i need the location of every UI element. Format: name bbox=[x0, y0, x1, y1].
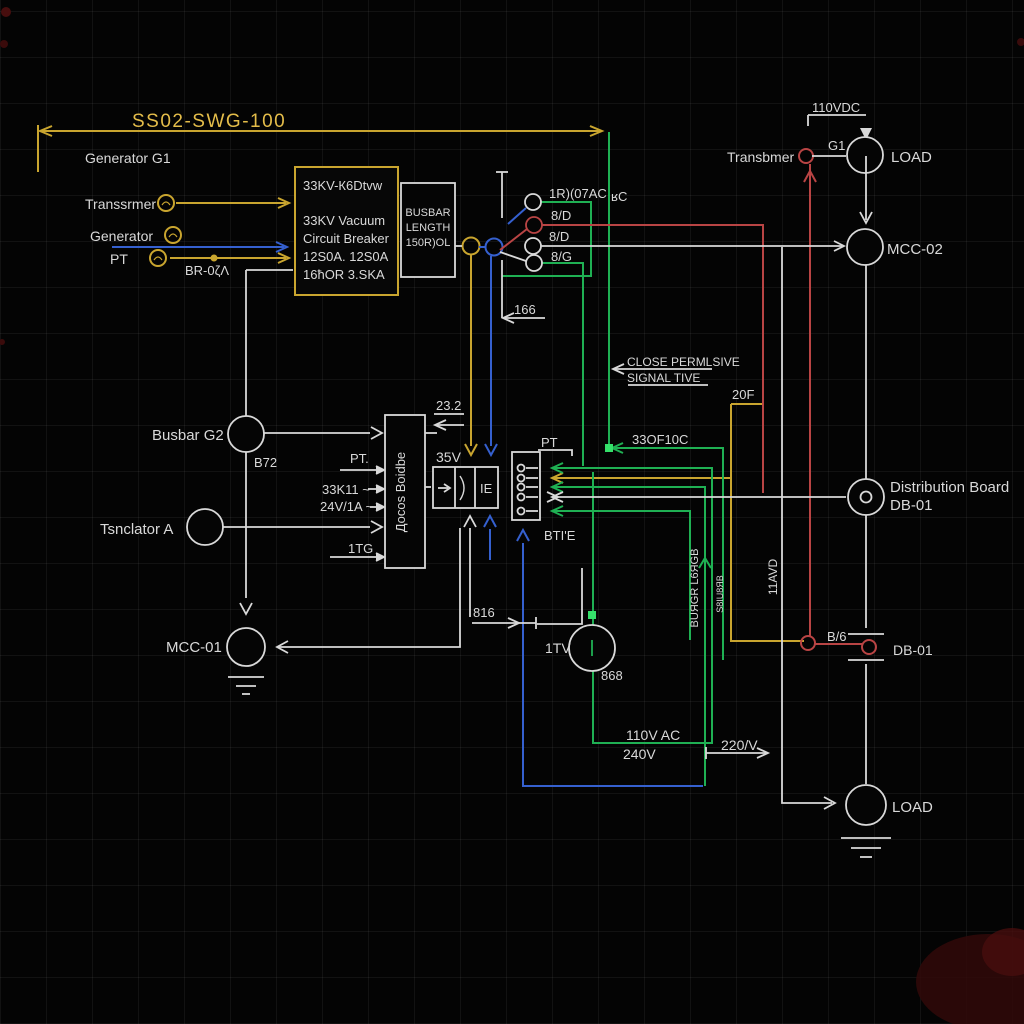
red-wires bbox=[499, 148, 877, 655]
label-load-bottom: LOAD bbox=[892, 799, 933, 816]
rotated-11avd: 11AVD bbox=[766, 559, 780, 596]
label-110vdc: 110VDC bbox=[812, 100, 860, 115]
local-board-box bbox=[384, 414, 426, 569]
breaker-line4: 12S0A. 12S0A bbox=[303, 249, 389, 264]
label-b72: B72 bbox=[254, 455, 277, 470]
label-20f: 20F bbox=[732, 387, 754, 402]
local-box-rotated-label: Дocos Вoidbe bbox=[393, 452, 408, 532]
label-generator: Generator bbox=[90, 228, 153, 244]
blue-wires bbox=[112, 207, 703, 787]
breaker-line1: 33KV-К6Dtvw bbox=[303, 178, 383, 193]
green-wires bbox=[502, 132, 724, 786]
breaker-line5: 16ћOR 3.SKA bbox=[303, 267, 385, 282]
label-mcc02: MCC-02 bbox=[887, 241, 943, 258]
corner-smudges bbox=[0, 7, 1024, 1024]
switch-tc-label: ʁC bbox=[611, 189, 627, 204]
switch-ac-label: 1R)(07AC bbox=[549, 186, 607, 201]
label-220v: 220/V bbox=[721, 737, 758, 753]
yellow-wires bbox=[37, 125, 804, 642]
label-br: BR-0ζΛ bbox=[185, 263, 229, 278]
busbar-box-line2: LENGTH bbox=[406, 222, 451, 234]
label-mcc01: MCC-01 bbox=[166, 639, 222, 656]
label-db01: DB-01 bbox=[893, 642, 933, 658]
switch-k3: 8/G bbox=[551, 249, 572, 264]
label-pt-block: PT bbox=[541, 435, 558, 450]
row-va: 24V/1A ~ bbox=[320, 499, 374, 514]
label-isolator-a: Tsnclator A bbox=[100, 521, 173, 538]
label-transbmer: Transbmer bbox=[727, 149, 795, 165]
busbar-box-line1: BUSBAR bbox=[405, 207, 450, 219]
label-868: 868 bbox=[601, 668, 623, 683]
label-distribution-id: DB-01 bbox=[890, 497, 933, 514]
label-110vac: 110V AC bbox=[626, 727, 680, 743]
label-btie: BTI'E bbox=[544, 528, 576, 543]
close-permissive-2: SIGNAL TIVE bbox=[627, 371, 700, 385]
close-permissive-1: CLOSE PERMLSIVE bbox=[627, 355, 740, 369]
circuit-breaker-box bbox=[294, 166, 399, 296]
label-distribution-board: Distribution Board bbox=[890, 479, 1009, 496]
label-transformer: Transsrmer bbox=[85, 196, 156, 212]
row-kv: 33K11 ~ bbox=[322, 482, 370, 497]
labels: SS02-SWG-100 Generator G1 Transsrmer Gen… bbox=[85, 100, 1009, 816]
label-33of10c: 33OF10C bbox=[632, 432, 688, 447]
breaker-line2: 33KV Vacuum bbox=[303, 213, 385, 228]
label-35v: 35V bbox=[436, 449, 462, 465]
busbar-box-line3: 150R)OL bbox=[406, 237, 451, 249]
rotated-s8: S8IU8ЯB bbox=[715, 575, 725, 613]
label-busbar-g2: Busbar G2 bbox=[152, 427, 224, 444]
dim-166: 166 bbox=[514, 302, 536, 317]
label-load-top: LOAD bbox=[891, 149, 932, 166]
rotated-burgr: BUЯGR L6ЯGB bbox=[689, 549, 701, 628]
label-pt: PT bbox=[110, 251, 128, 267]
diagram-title: SS02-SWG-100 bbox=[132, 111, 286, 132]
cell-ie: IE bbox=[480, 481, 493, 496]
breaker-line3: Circuit Breaker bbox=[303, 231, 390, 246]
switch-k2: 8/D bbox=[549, 229, 569, 244]
label-generator-g1: Generator G1 bbox=[85, 150, 171, 166]
label-240v: 240V bbox=[623, 746, 656, 762]
label-g1: G1 bbox=[828, 138, 845, 153]
label-bg: B/6 bbox=[827, 629, 847, 644]
dim-816: 816 bbox=[473, 605, 495, 620]
busbar-length-box bbox=[400, 182, 456, 278]
switch-k1: 8/D bbox=[551, 208, 571, 223]
dim-232: 23.2 bbox=[436, 398, 461, 413]
row-pt: PT. bbox=[350, 451, 369, 466]
label-1tv: 1TV bbox=[545, 640, 571, 656]
white-wires bbox=[186, 114, 891, 858]
row-tg: 1TG bbox=[348, 541, 373, 556]
